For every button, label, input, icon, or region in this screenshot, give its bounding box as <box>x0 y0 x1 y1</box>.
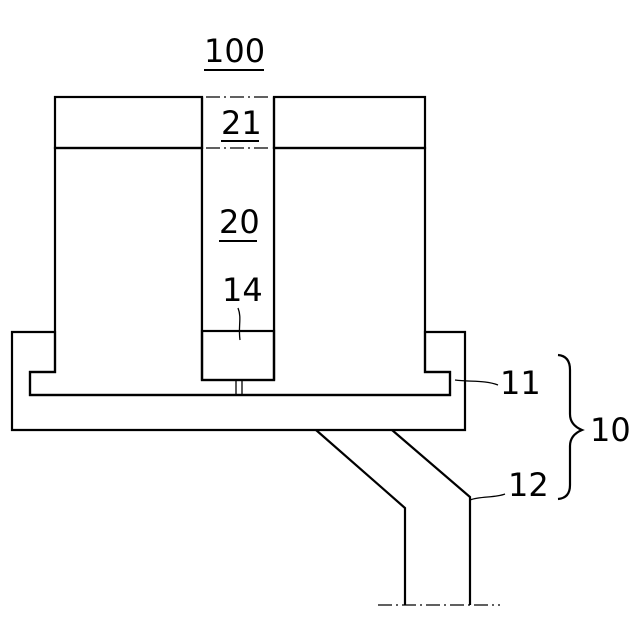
label-10: 10 <box>590 411 631 449</box>
label-12: 12 <box>508 466 549 504</box>
label-11: 11 <box>500 364 541 402</box>
label-20: 20 <box>219 203 260 241</box>
label-21: 21 <box>221 104 262 142</box>
group-brace <box>558 355 582 499</box>
leg <box>316 430 500 605</box>
label-14: 14 <box>222 271 263 309</box>
label-100: 100 <box>204 32 265 70</box>
insert <box>202 331 274 395</box>
